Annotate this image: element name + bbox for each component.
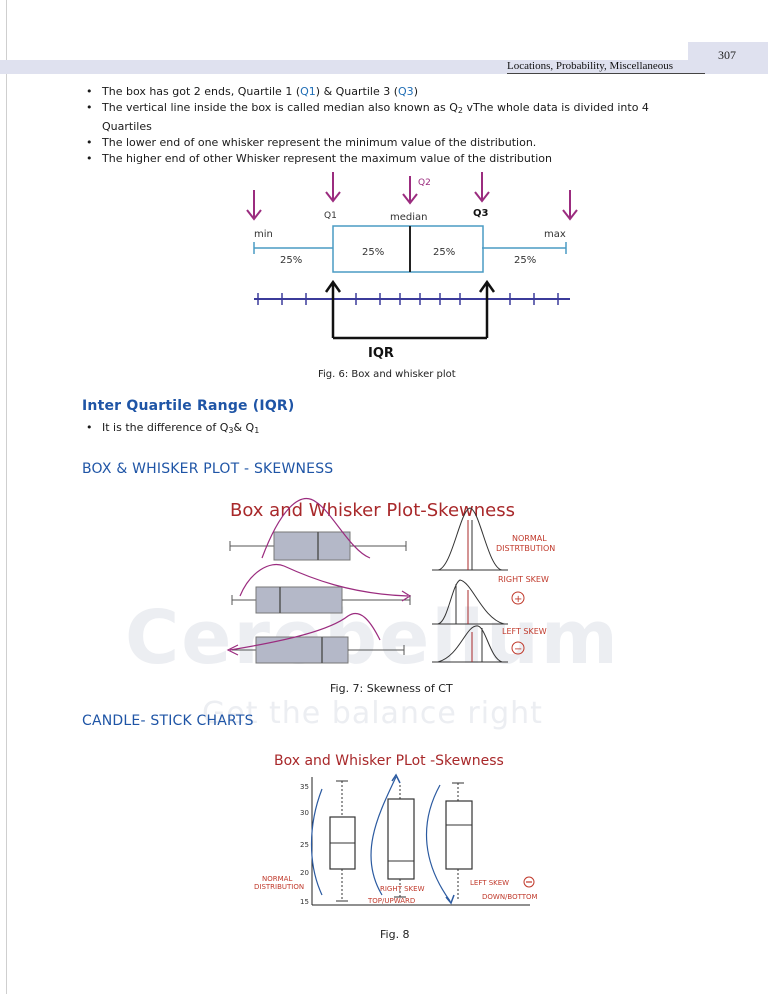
- label-distribution: DISTRIBUTION: [254, 883, 304, 891]
- curve-right-skew: [239, 564, 409, 597]
- label-normal: NORMAL: [262, 875, 292, 883]
- pct-label: 25%: [280, 255, 302, 266]
- iqr-definition: It is the difference of Q3& Q1: [84, 421, 259, 435]
- bullet-box-ends: The box has got 2 ends, Quartile 1 (Q1) …: [84, 84, 734, 100]
- arrow-max: [562, 190, 578, 221]
- arrow-min: [246, 190, 262, 221]
- bullet-max-whisker: The higher end of other Whisker represen…: [84, 151, 734, 167]
- box-facts-list: The box has got 2 ends, Quartile 1 (Q1) …: [84, 84, 734, 167]
- sign-plus: +: [514, 594, 522, 605]
- subscript: 2: [457, 106, 463, 115]
- q3-term: Q3: [398, 85, 414, 98]
- curve-left-skew: [229, 612, 381, 651]
- label-normal: NORMAL: [512, 534, 547, 543]
- label-min: min: [254, 229, 273, 240]
- box-right-skew: [255, 586, 343, 614]
- watermark-tagline: Get the balance right: [202, 696, 543, 731]
- candlestick-heading: CANDLE- STICK CHARTS: [82, 713, 254, 729]
- subscript: 1: [254, 426, 260, 435]
- plus-icon: [511, 591, 525, 605]
- bullet-text: It is the difference of Q: [102, 421, 229, 434]
- skewness-figure-title: Box and Whisker Plot-Skewness: [230, 500, 515, 521]
- page-edge: [6, 0, 7, 994]
- mini-right-curve: [437, 579, 505, 625]
- page-number: 307: [718, 48, 736, 62]
- iqr-arrow-right: [478, 279, 496, 338]
- tick-label: 30: [300, 809, 309, 817]
- fig7-caption: Fig. 7: Skewness of CT: [330, 682, 453, 695]
- minus-icon: [511, 641, 525, 655]
- arrow-q1: [325, 172, 341, 203]
- box-left-skew: [255, 636, 349, 664]
- tick-label: 20: [300, 869, 309, 877]
- bullet-text: The vertical line inside the box is call…: [102, 101, 458, 114]
- bullet-text: Quartiles: [102, 120, 152, 133]
- arrow-median: [402, 176, 418, 205]
- skewness-figure: Box and Whisker Plot-Skewness NORMAL DIS…: [226, 498, 555, 664]
- label-q2: Q2: [418, 178, 431, 188]
- header-tab: [688, 42, 768, 74]
- mini-normal-curve: [437, 507, 503, 571]
- minus-icon: [523, 876, 535, 888]
- curve-normal: [261, 498, 371, 559]
- label-q1: Q1: [324, 211, 337, 221]
- tick-label: 35: [300, 783, 309, 791]
- tick-label: 25: [300, 841, 309, 849]
- label-down-bottom: DOWN/BOTTOM: [482, 893, 538, 901]
- bullet-text: ): [413, 85, 418, 98]
- header-rule: [507, 73, 705, 74]
- running-head: Locations, Probability, Miscellaneous: [507, 60, 674, 72]
- curve-normal: [310, 788, 323, 896]
- number-line-ticks: [257, 293, 559, 305]
- pct-label: 25%: [362, 247, 384, 258]
- bullet-min-whisker: The lower end of one whisker represent t…: [84, 135, 734, 151]
- candlestick-figure: Box and Whisker PLot -Skewness 35 30 25 …: [254, 753, 538, 906]
- skewness-heading: BOX & WHISKER PLOT - SKEWNESS: [82, 461, 334, 477]
- label-right-skew: RIGHT SKEW: [498, 575, 549, 584]
- watermark-brand: Cerebellum: [125, 595, 620, 681]
- bullet-text: vThe whole data is divided into 4: [462, 101, 649, 114]
- fig8-caption: Fig. 8: [380, 928, 410, 941]
- header-band: [0, 60, 712, 74]
- bullet-text: & Q: [233, 421, 255, 434]
- label-top-upward: TOP/UPWARD: [367, 897, 415, 905]
- pct-label: 25%: [433, 247, 455, 258]
- q1-term: Q1: [300, 85, 316, 98]
- box-whisker-diagram: Q2 Q1 median Q3 min max 25% 25% 25% 25%: [246, 172, 578, 340]
- tick-label: 15: [300, 898, 309, 906]
- curve-left-skew: [425, 784, 451, 902]
- label-q3: Q3: [473, 208, 489, 219]
- curve-right-skew: [370, 776, 397, 896]
- iqr-list: It is the difference of Q3& Q1: [84, 421, 259, 435]
- mini-left-curve: [437, 625, 503, 663]
- label-left-skew: LEFT SKEW: [502, 627, 547, 636]
- subscript: 3: [228, 426, 234, 435]
- candle-left-skew: [445, 800, 473, 870]
- iqr-heading: Inter Quartile Range (IQR): [82, 398, 295, 414]
- label-left-skew: LEFT SKEW: [470, 879, 509, 887]
- candlestick-figure-title: Box and Whisker PLot -Skewness: [274, 753, 504, 769]
- candle-right-skew: [387, 798, 415, 880]
- pct-label: 25%: [514, 255, 536, 266]
- iqr-label: IQR: [368, 346, 394, 361]
- curve-arrow: [401, 590, 412, 602]
- quartile-box: [332, 225, 484, 273]
- arrow-down-icon: [445, 894, 455, 905]
- arrow-up-icon: [391, 773, 401, 784]
- label-distribution: DISTRTBUTION: [496, 544, 555, 553]
- bullet-median: The vertical line inside the box is call…: [84, 100, 734, 135]
- fig6-caption: Fig. 6: Box and whisker plot: [318, 369, 456, 380]
- label-right-skew: RIGHT SKEW: [380, 885, 425, 893]
- bullet-text: ) & Quartile 3 (: [315, 85, 399, 98]
- bullet-text: The box has got 2 ends, Quartile 1 (: [102, 85, 301, 98]
- curve-arrow: [226, 644, 239, 656]
- iqr-arrow-left: [324, 279, 342, 338]
- box-normal: [273, 531, 351, 561]
- arrow-q3: [474, 172, 490, 203]
- sign-minus: −: [514, 644, 522, 655]
- label-median: median: [390, 212, 428, 223]
- label-max: max: [544, 229, 566, 240]
